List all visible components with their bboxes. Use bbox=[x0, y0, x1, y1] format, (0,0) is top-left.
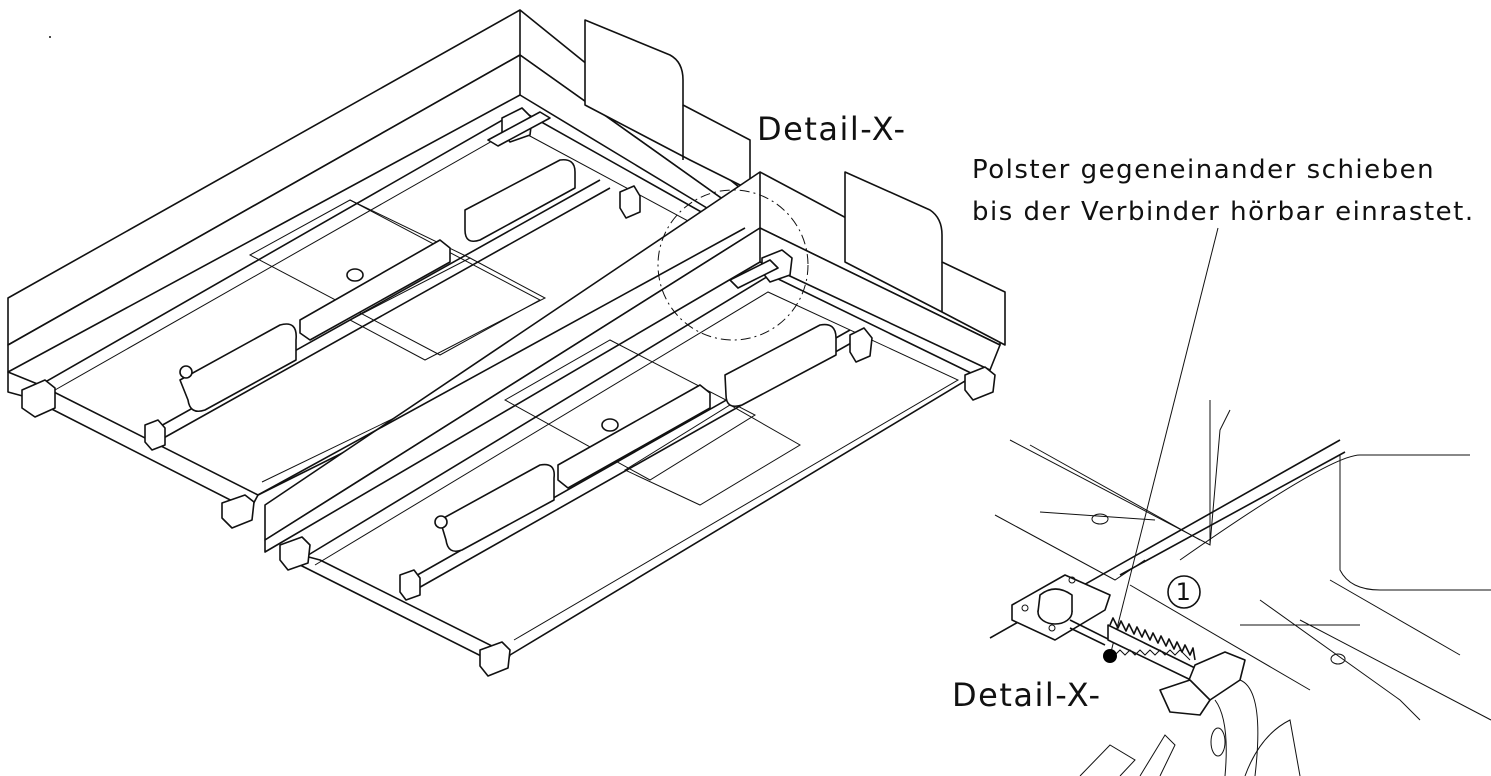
leader-line bbox=[1109, 227, 1219, 657]
seam-line bbox=[257, 227, 746, 496]
detail-label-top: Detail-X- bbox=[757, 110, 907, 148]
left-lower-bolster bbox=[179, 323, 297, 413]
left-cushion-mechanism bbox=[144, 111, 641, 451]
right-cushion-mechanism bbox=[399, 259, 873, 601]
right-headboard-flap bbox=[844, 171, 1006, 346]
part-number-circle bbox=[1167, 575, 1201, 609]
right-upper-bolster bbox=[724, 323, 837, 408]
instruction-line-2: bis der Verbinder hörbar einrastet. bbox=[972, 197, 1475, 227]
connector-rack bbox=[1107, 617, 1196, 683]
instruction-line-1: Polster gegeneinander schieben bbox=[972, 155, 1436, 185]
right-center-rail bbox=[557, 384, 711, 489]
detail-view bbox=[989, 400, 1491, 776]
left-upper-bolster bbox=[464, 158, 576, 243]
right-cushion-feet bbox=[279, 249, 996, 677]
right-cushion-front-edge bbox=[284, 551, 511, 669]
detail-circle bbox=[657, 189, 809, 341]
left-center-rail bbox=[299, 239, 451, 341]
right-lower-bolster bbox=[439, 463, 556, 553]
part-number-label: 1 bbox=[1175, 578, 1193, 606]
connector-dot bbox=[1103, 649, 1117, 663]
detail-label-bottom: Detail-X- bbox=[952, 676, 1102, 714]
